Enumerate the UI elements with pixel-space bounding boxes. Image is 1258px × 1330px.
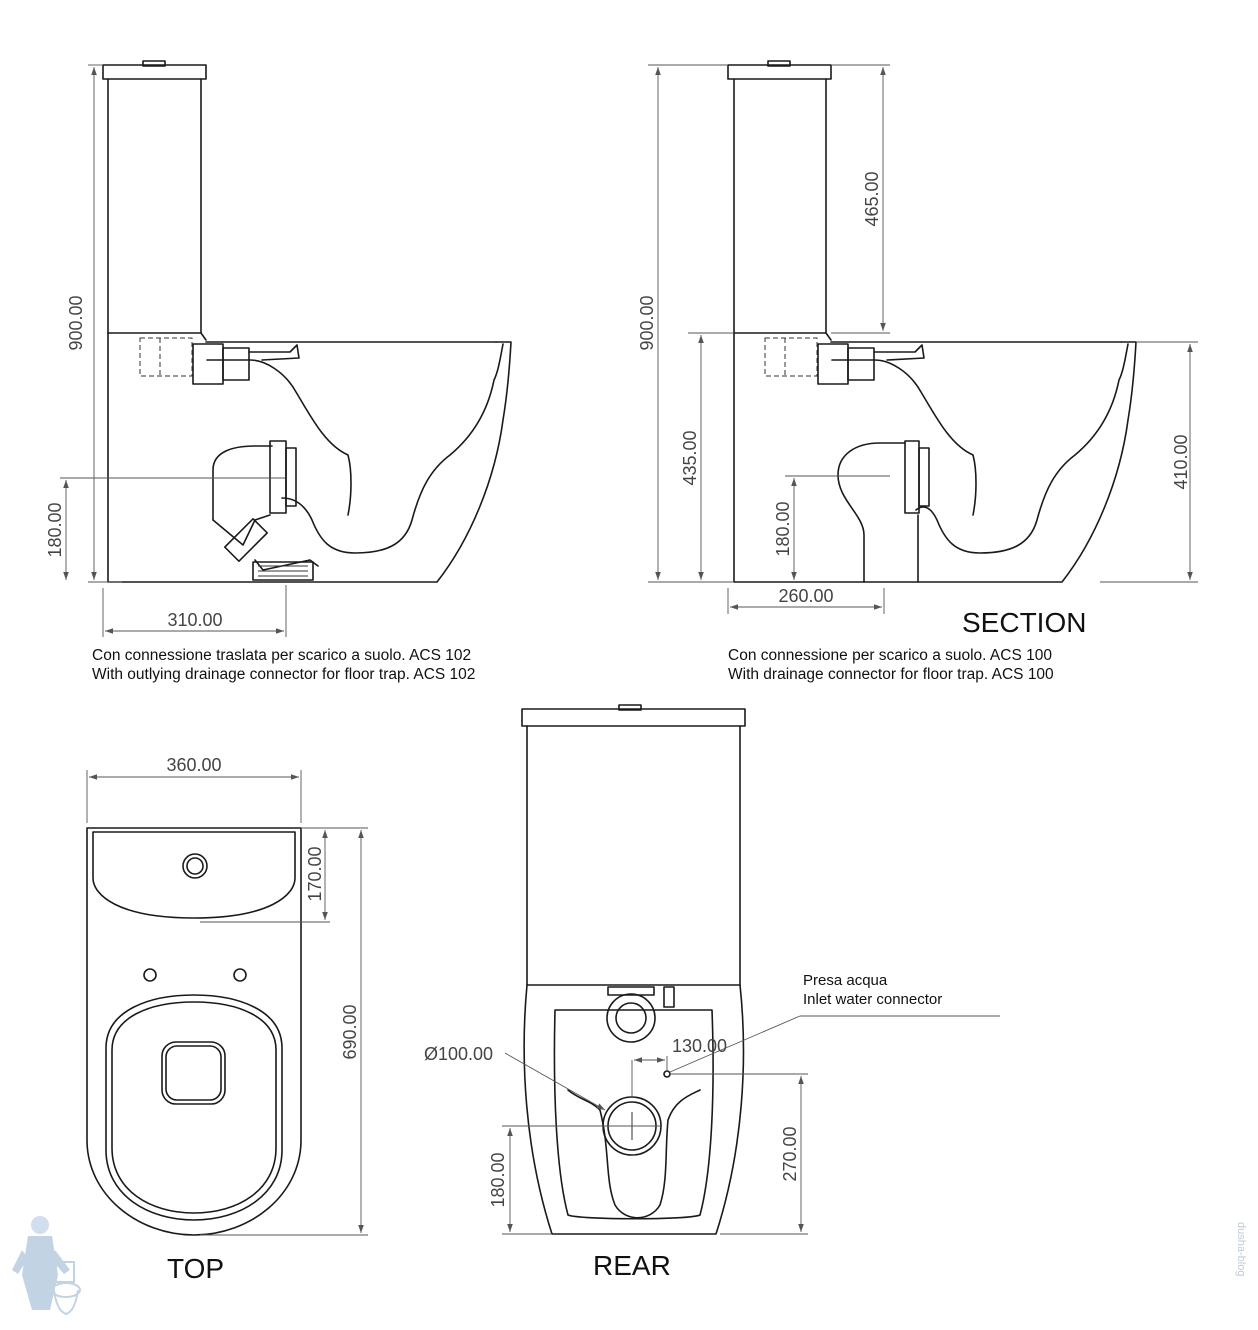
dim-height: 900.00 (637, 295, 657, 350)
inlet-pipe (606, 993, 656, 1043)
dim-length: 690.00 (340, 1004, 360, 1059)
bowl-opening (161, 1041, 226, 1105)
caption-it: Con connessione per scarico a suolo. ACS… (728, 647, 1052, 664)
trap-channel (915, 343, 1129, 554)
bowl-outline (733, 332, 1137, 583)
floor-thread (252, 561, 314, 581)
caption-en: With drainage connector for floor trap. … (728, 666, 1054, 683)
trap-channel (281, 343, 504, 554)
plumber-logo (12, 1216, 81, 1316)
dim-floor: 180.00 (773, 501, 793, 556)
dim-depth: 260.00 (778, 586, 833, 606)
dim-width: 360.00 (166, 755, 221, 775)
dim-floor: 180.00 (488, 1152, 508, 1207)
dim-depth: 310.00 (167, 610, 222, 630)
caption-en: With outlying drainage connector for flo… (92, 666, 475, 683)
dim-bowl-back: 435.00 (680, 430, 700, 485)
inlet-note-it: Presa acqua (803, 972, 888, 989)
dim-inlet-height: 270.00 (780, 1126, 800, 1181)
section-view: 900.00 465.00 435.00 410.00 180.00 260.0… (637, 60, 1198, 683)
flush-button (618, 704, 642, 711)
section-title: SECTION (962, 607, 1086, 638)
dim-pipe-dia: Ø100.00 (424, 1044, 493, 1064)
drain-connector-elbow (212, 445, 273, 521)
dim-height: 900.00 (66, 295, 86, 350)
side-view: 900.00 180.00 310.00 Con connessione tra… (45, 60, 512, 683)
rear-recess (553, 1009, 714, 1220)
inlet-note-en: Inlet water connector (803, 991, 942, 1008)
seat-hinge-hole (143, 968, 157, 982)
dim-floor: 180.00 (45, 502, 65, 557)
bowl-outline (107, 332, 512, 583)
tank-lid (521, 708, 746, 727)
inner-channel (206, 359, 352, 516)
top-view: 360.00 170.00 690.00 TOP (86, 755, 368, 1284)
top-title: TOP (167, 1253, 224, 1284)
seat-outer (105, 994, 283, 1221)
watermark-text: dusha-blog (1235, 1222, 1247, 1276)
tank-top (92, 831, 296, 919)
rear-body (523, 984, 745, 1235)
dim-bowl-front: 410.00 (1171, 434, 1191, 489)
flush-button (142, 60, 166, 67)
dim-tank: 465.00 (862, 171, 882, 226)
drain-connector (837, 442, 906, 583)
flush-button (767, 60, 791, 67)
rear-title: REAR (593, 1250, 671, 1281)
dim-inlet-offset: 130.00 (672, 1036, 727, 1056)
dim-tank-depth: 170.00 (305, 846, 325, 901)
inlet-point (663, 1070, 671, 1078)
inner-channel (831, 359, 977, 516)
caption-it: Con connessione traslata per scarico a s… (92, 647, 471, 664)
tank-lid (102, 64, 207, 80)
seat-hinge-hole (233, 968, 247, 982)
rear-view: Ø100.00 130.00 Presa acqua Inlet water c… (424, 704, 1000, 1281)
top-outline (86, 827, 302, 1236)
tank-lid (727, 64, 832, 80)
flush-button (182, 853, 208, 879)
